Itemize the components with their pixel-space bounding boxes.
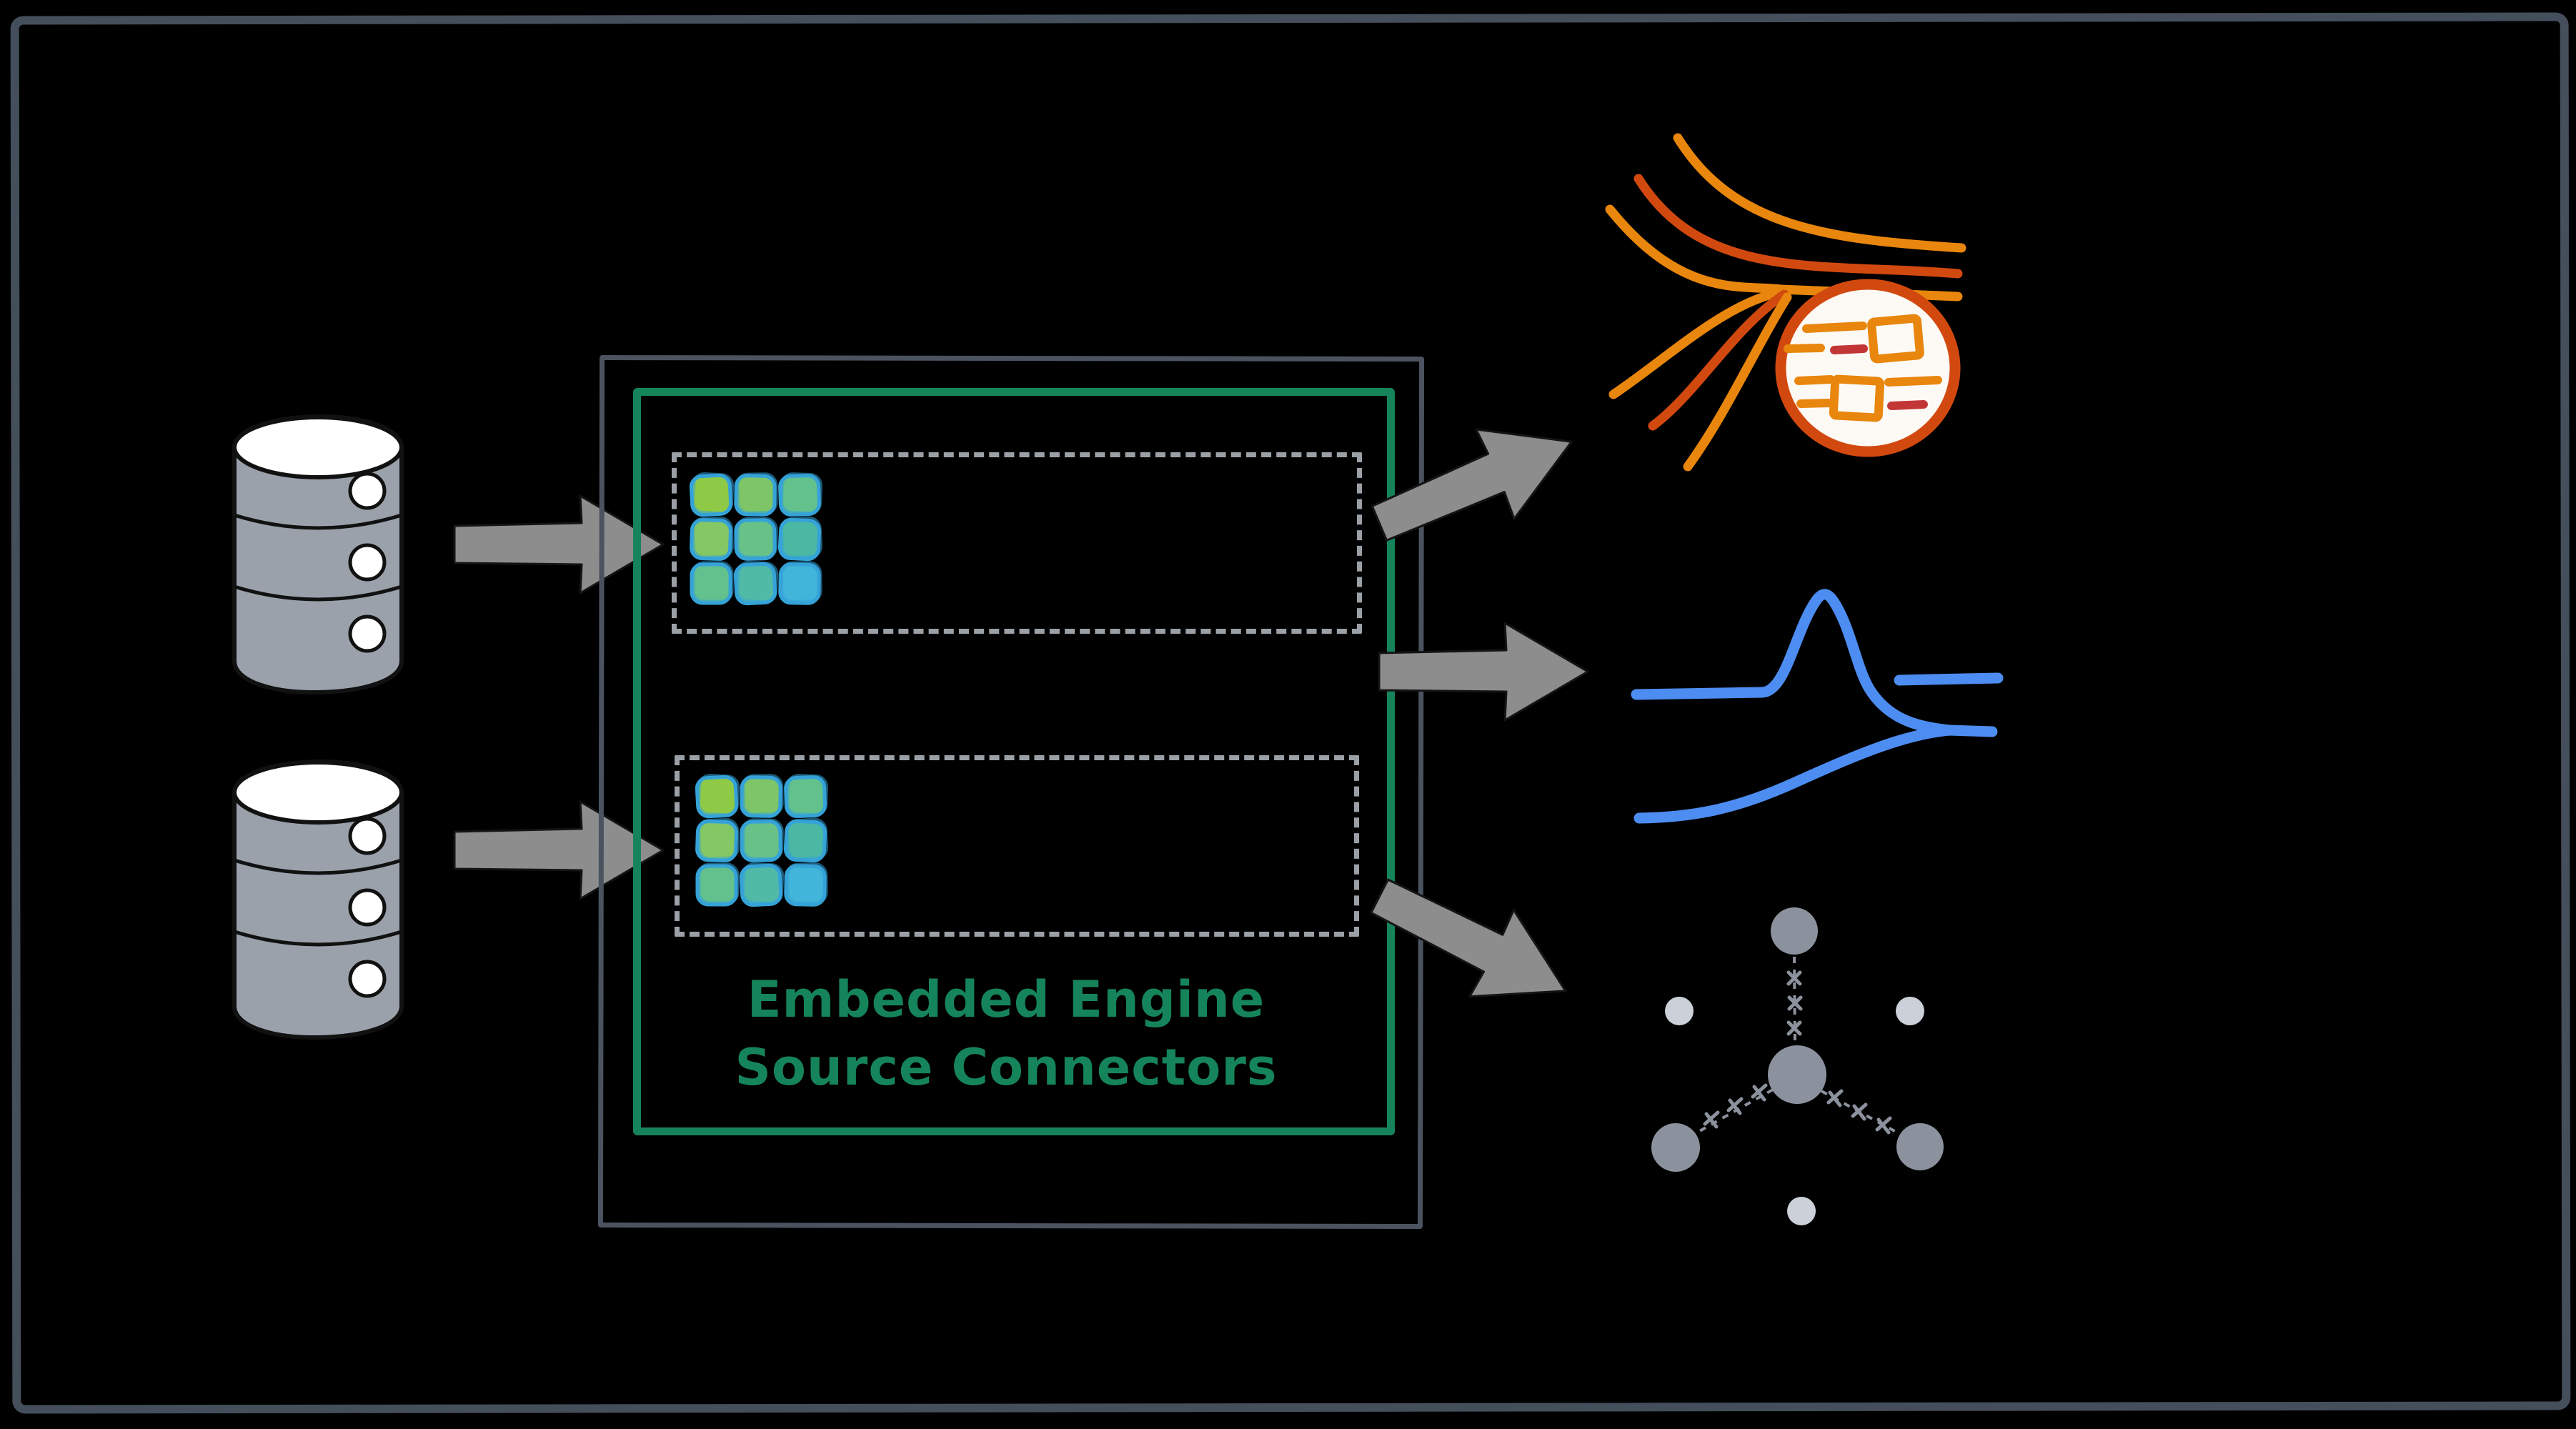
embedded-engine-box (633, 388, 1395, 1135)
engine-label-line1: Embedded Engine (747, 970, 1265, 1029)
arrow-right-icon (1378, 622, 1589, 722)
source-connector-slot-1 (672, 452, 1362, 634)
connector-grid-icon (689, 472, 823, 606)
database-cylinder-icon (232, 414, 404, 695)
engine-label-line2: Source Connectors (735, 1038, 1278, 1097)
stream-waves-icon (1631, 589, 2004, 824)
source-connector-slot-2 (675, 755, 1359, 937)
database-cylinder-icon (232, 759, 404, 1040)
event-streams-icon (1605, 133, 1966, 472)
engine-label: Embedded Engine Source Connectors (633, 966, 1379, 1102)
connector-grid-icon (695, 773, 829, 907)
cluster-network-icon (1651, 907, 1944, 1225)
